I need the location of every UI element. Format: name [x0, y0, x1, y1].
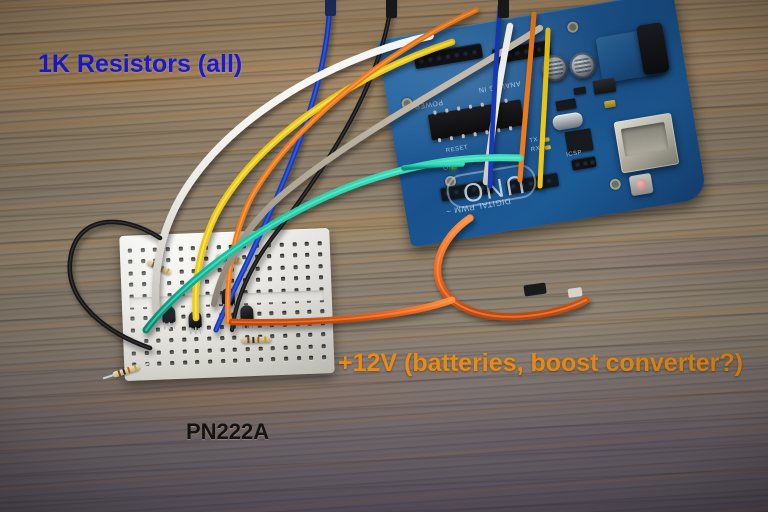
wood-shadow-lower — [0, 296, 768, 512]
usb-b-connector[interactable] — [613, 112, 680, 174]
annotation-12v-power: +12V (batteries, boost converter?) — [338, 349, 743, 377]
annotation-pn222a: PN222A — [186, 419, 270, 444]
usb-interface-chip — [564, 128, 594, 155]
breadboard-highlight — [119, 228, 335, 381]
reset-button[interactable] — [628, 172, 654, 197]
annotation-1k-resistors: 1K Resistors (all) — [38, 50, 243, 78]
mini-breadboard — [119, 228, 335, 381]
